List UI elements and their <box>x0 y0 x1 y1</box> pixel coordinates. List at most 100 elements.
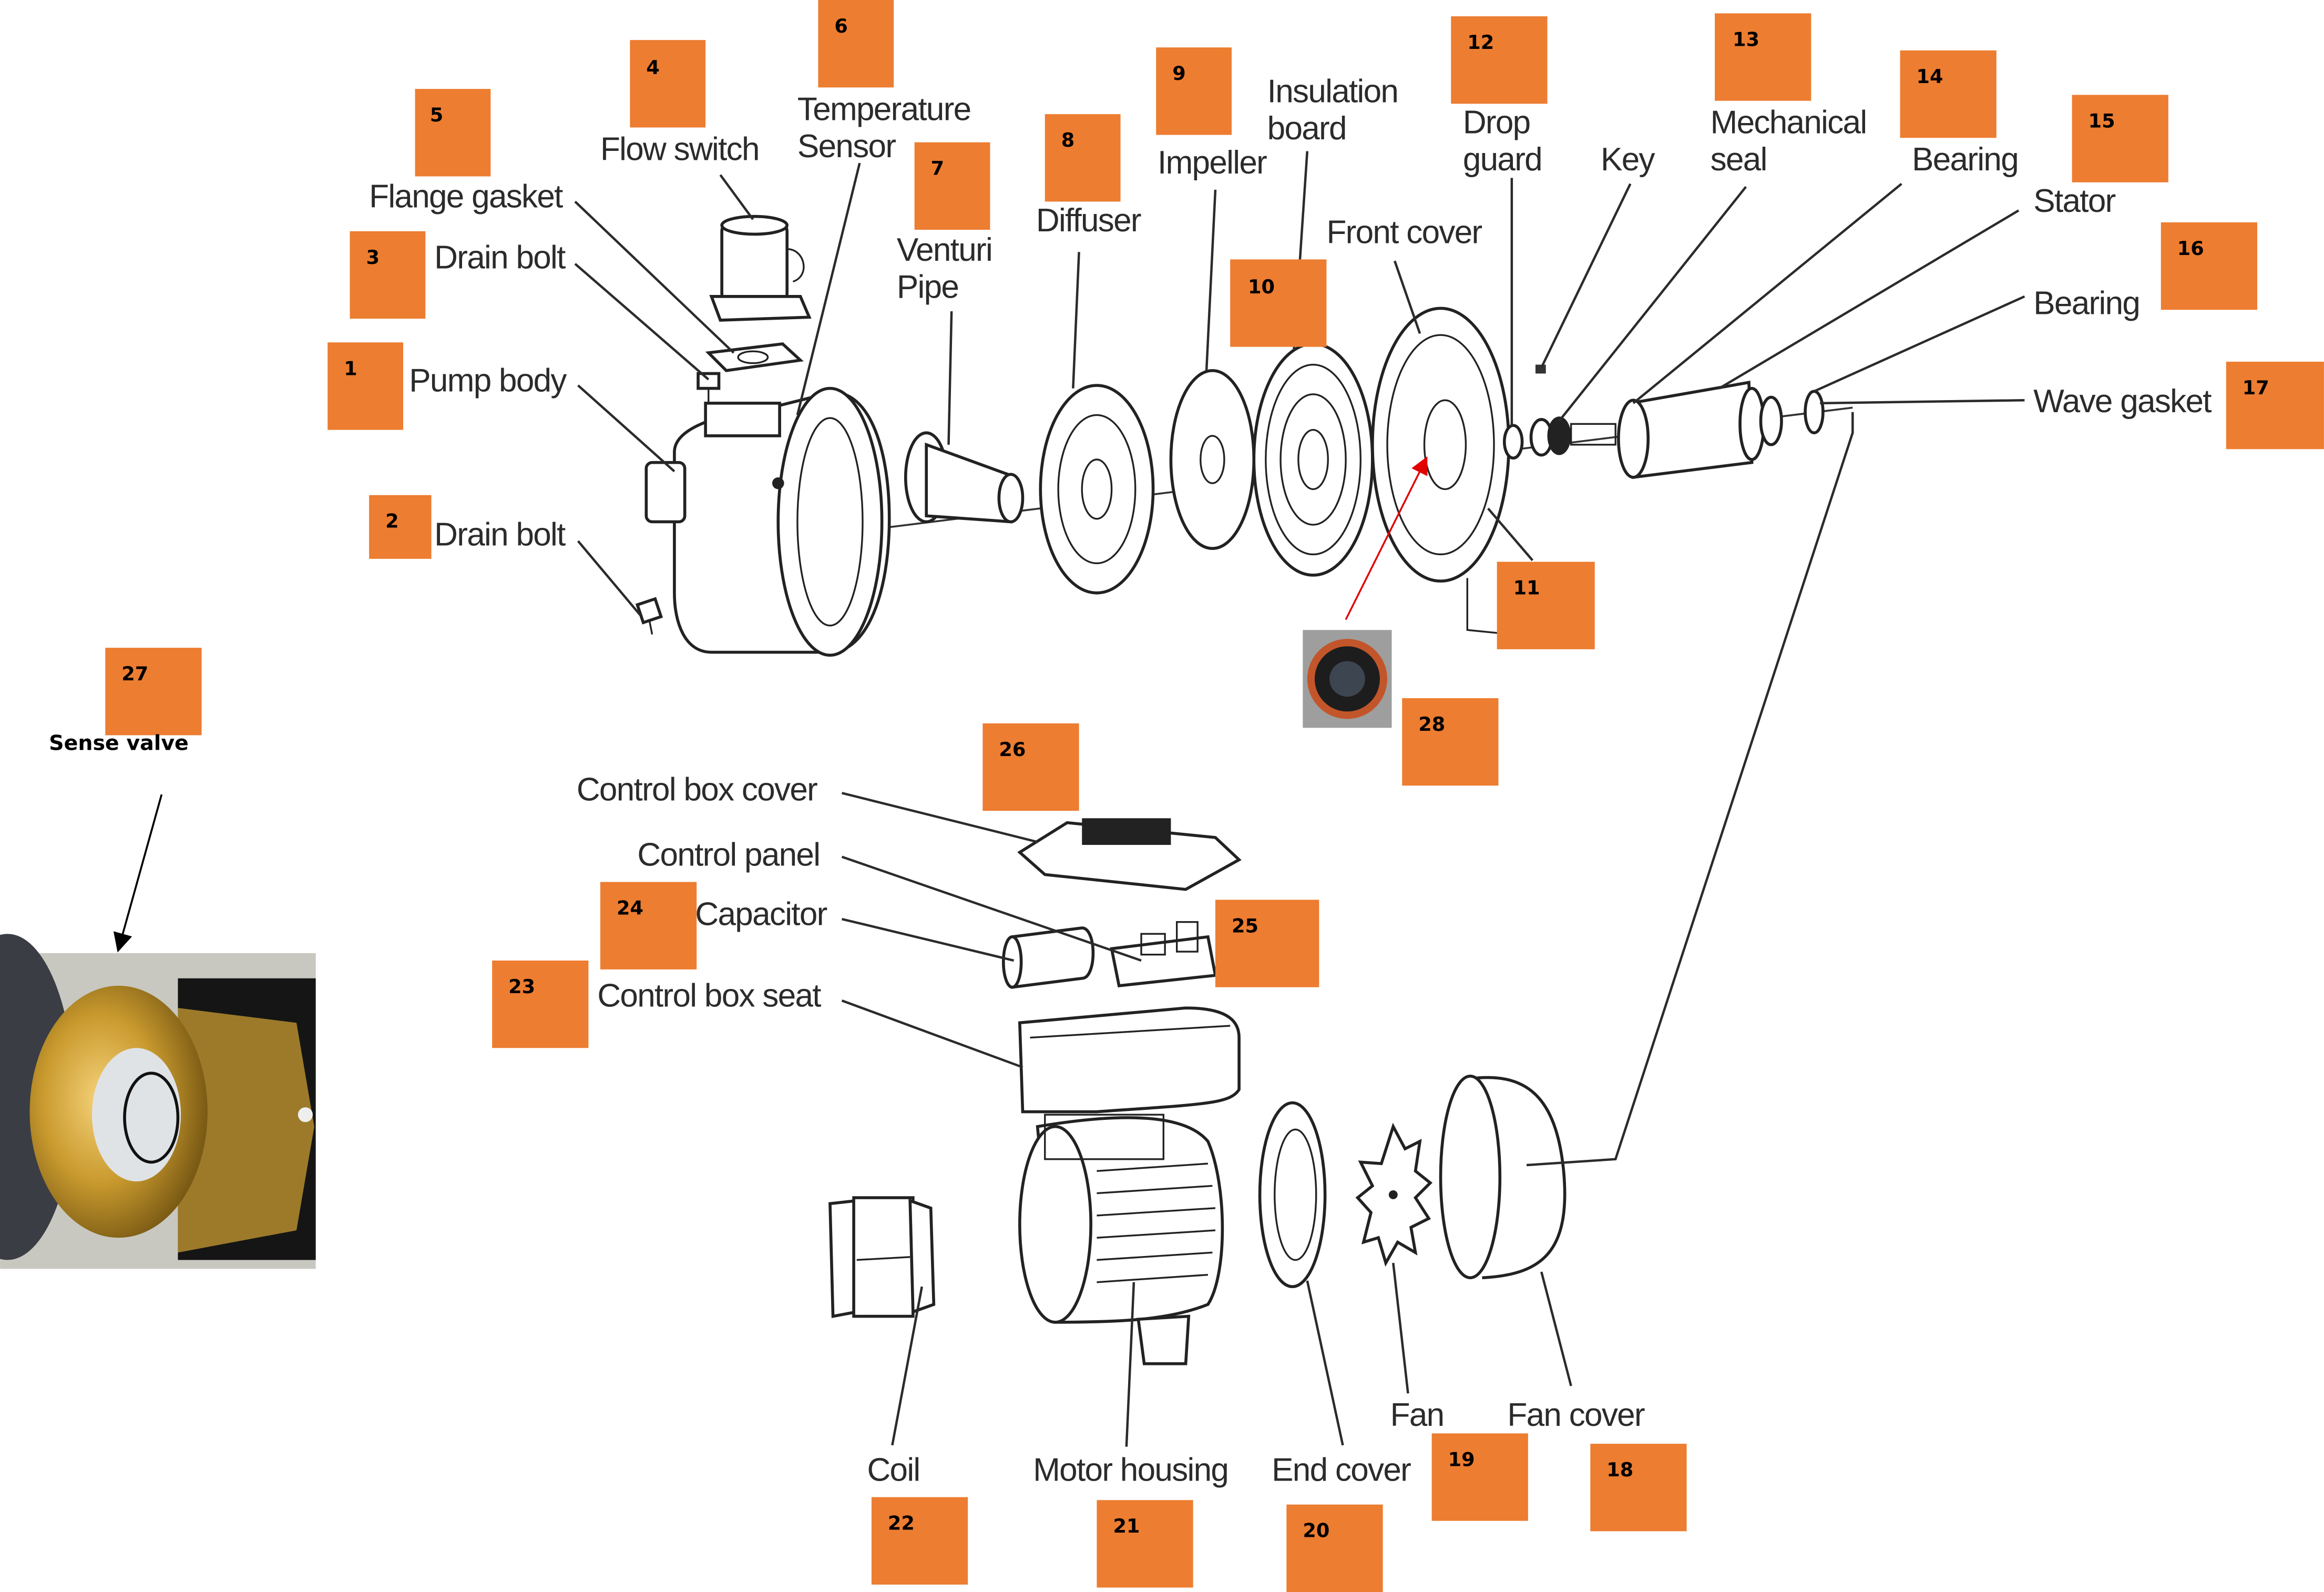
svg-text:22: 22 <box>888 1512 915 1535</box>
motor-housing-part <box>1018 1114 1224 1365</box>
badge-5: 5 <box>415 89 491 177</box>
label-temperature-sensor-2: Sensor <box>797 128 896 165</box>
svg-text:8: 8 <box>1061 129 1075 151</box>
mechanical-seal-part <box>1529 416 1571 457</box>
badge-6: 6 <box>818 0 894 88</box>
label-venturi-pipe-1: Venturi <box>897 232 992 268</box>
label-control-panel: Control panel <box>637 837 820 873</box>
svg-text:3: 3 <box>366 246 380 269</box>
label-temperature-sensor-1: Temperature <box>797 91 971 127</box>
svg-text:25: 25 <box>1232 914 1258 937</box>
pump-body-part <box>644 386 891 657</box>
badge-23: 23 <box>492 960 589 1048</box>
badge-10: 10 <box>1230 259 1327 347</box>
label-front-cover: Front cover <box>1326 214 1482 250</box>
svg-text:18: 18 <box>1606 1458 1633 1481</box>
label-flow-switch: Flow switch <box>600 131 759 167</box>
svg-text:23: 23 <box>508 975 535 998</box>
label-motor-housing: Motor housing <box>1033 1452 1228 1488</box>
badge-7: 7 <box>914 142 990 230</box>
leader-lines <box>113 151 2025 1447</box>
front-cover-part <box>1371 307 1513 636</box>
key-part <box>1535 364 1546 374</box>
badge-12: 12 <box>1451 16 1548 104</box>
label-flange-gasket: Flange gasket <box>369 179 563 215</box>
label-impeller: Impeller <box>1158 145 1267 181</box>
label-drop-guard-1: Drop <box>1463 105 1530 141</box>
label-mechanical-seal-2: seal <box>1711 141 1767 178</box>
label-end-cover: End cover <box>1272 1452 1411 1488</box>
svg-text:24: 24 <box>617 897 643 920</box>
badge-24: 24 <box>600 882 697 970</box>
badge-19: 19 <box>1431 1433 1528 1521</box>
svg-text:15: 15 <box>2088 109 2115 132</box>
badge-8: 8 <box>1045 114 1121 202</box>
label-drain-bolt-upper: Drain bolt <box>434 239 566 275</box>
label-control-box-seat: Control box seat <box>597 977 821 1014</box>
svg-text:2: 2 <box>385 510 399 533</box>
badge-25: 25 <box>1215 900 1319 987</box>
badge-26: 26 <box>982 723 1079 811</box>
svg-text:26: 26 <box>999 738 1026 761</box>
control-box-cover-part <box>1017 818 1242 891</box>
label-drain-bolt-lower: Drain bolt <box>434 517 566 553</box>
svg-text:27: 27 <box>121 662 148 685</box>
svg-text:19: 19 <box>1448 1448 1475 1471</box>
label-capacitor: Capacitor <box>695 896 827 932</box>
badge-14: 14 <box>1900 50 1997 138</box>
drop-guard-part <box>1502 424 1524 460</box>
flow-switch-part <box>709 215 812 322</box>
fan-part <box>1355 1122 1433 1267</box>
label-insulation-board-2: board <box>1267 110 1346 147</box>
svg-text:10: 10 <box>1248 275 1275 298</box>
diffuser-part <box>1039 384 1155 595</box>
svg-text:20: 20 <box>1303 1519 1329 1542</box>
svg-text:9: 9 <box>1172 62 1186 85</box>
label-fan-cover: Fan cover <box>1507 1397 1645 1433</box>
impeller-part <box>1169 369 1256 550</box>
svg-text:28: 28 <box>1418 713 1445 736</box>
seal-ring-photo <box>1303 630 1392 728</box>
fan-cover-part <box>1439 1075 1567 1280</box>
badge-22: 22 <box>871 1497 968 1585</box>
coil-part <box>828 1196 936 1318</box>
badge-9: 9 <box>1156 47 1232 135</box>
control-panel-part <box>1110 921 1217 987</box>
label-fan: Fan <box>1390 1397 1444 1433</box>
svg-text:6: 6 <box>834 15 847 37</box>
svg-text:11: 11 <box>1513 577 1540 599</box>
insulation-board-part <box>1252 342 1374 577</box>
label-insulation-board-1: Insulation <box>1267 74 1398 110</box>
svg-text:13: 13 <box>1733 28 1759 50</box>
badge-27: 27 <box>105 648 202 736</box>
drain-bolt-lower-part <box>635 597 663 635</box>
drain-bolt-upper-part <box>697 372 721 403</box>
label-key: Key <box>1601 141 1655 178</box>
badge-28: 28 <box>1402 698 1499 786</box>
label-venturi-pipe-2: Pipe <box>897 269 958 305</box>
badge-3: 3 <box>350 231 426 319</box>
badge-17: 17 <box>2226 361 2324 450</box>
label-pump-body: Pump body <box>409 362 567 399</box>
svg-text:21: 21 <box>1113 1515 1140 1537</box>
label-stator: Stator <box>2033 183 2115 219</box>
badge-2: 2 <box>369 495 432 559</box>
svg-text:12: 12 <box>1467 31 1494 54</box>
capacitor-part <box>1002 926 1095 989</box>
badge-13: 13 <box>1715 13 1811 101</box>
label-diffuser: Diffuser <box>1036 202 1141 239</box>
badge-11: 11 <box>1497 562 1595 649</box>
stator-rotor-part <box>1570 381 1825 479</box>
venturi-pipe-part <box>904 431 1025 524</box>
label-mechanical-seal-1: Mechanical <box>1711 105 1867 141</box>
control-box-seat-part <box>1018 1006 1241 1114</box>
svg-text:4: 4 <box>646 56 660 79</box>
label-bearing-rear: Bearing <box>2033 285 2139 322</box>
badge-4: 4 <box>630 40 706 128</box>
part-labels: Pump body Drain bolt Drain bolt Flange g… <box>49 74 2213 1488</box>
sense-valve-photo <box>0 934 316 1269</box>
flange-gasket-part <box>705 342 804 372</box>
svg-text:1: 1 <box>344 357 357 380</box>
